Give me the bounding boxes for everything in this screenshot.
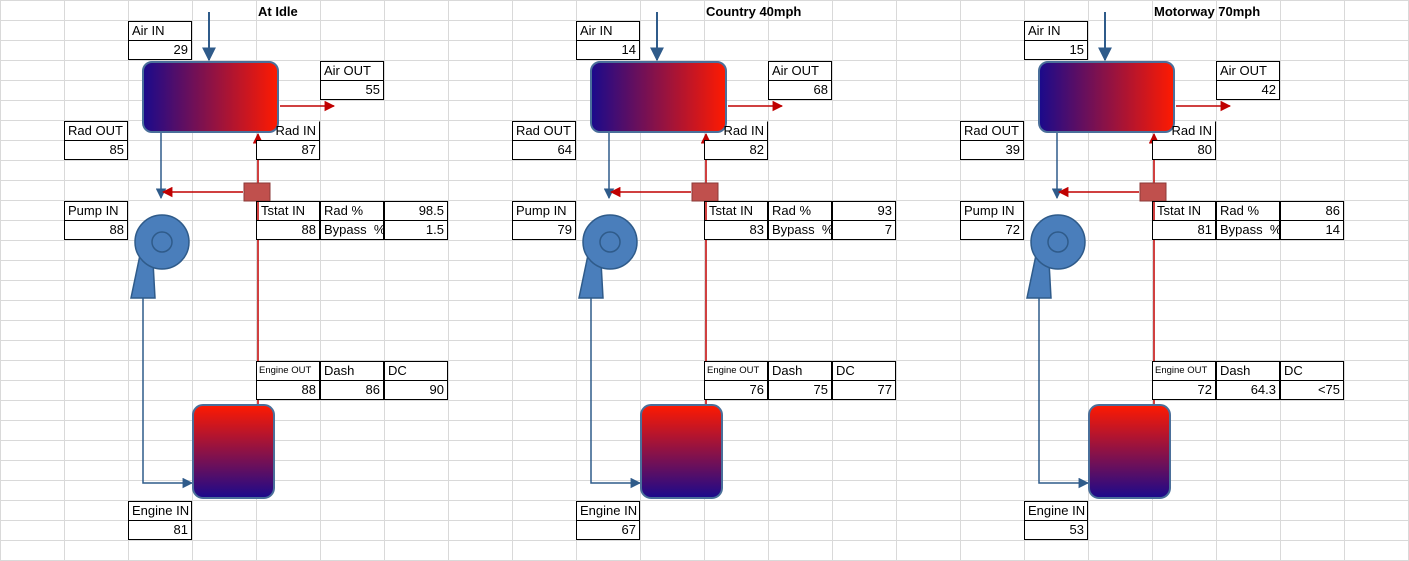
rad-out-value: 85 <box>64 140 128 160</box>
pump-icon <box>578 214 638 299</box>
rad-out-label: Rad OUT <box>512 121 576 141</box>
air-out-value: 42 <box>1216 80 1280 100</box>
tstat-in-value: 88 <box>256 220 320 240</box>
air-out-label: Air OUT <box>768 61 832 81</box>
dash-label: Dash <box>1216 361 1280 381</box>
tstat-in-value: 81 <box>1152 220 1216 240</box>
scenario-panel-1: At Idle Air IN 29 Air OUT 55 Rad OUT 85 … <box>0 0 448 561</box>
tstat-in-value: 83 <box>704 220 768 240</box>
thermostat-icon <box>243 182 271 202</box>
dash-value: 64.3 <box>1216 380 1280 400</box>
rad-in-value: 87 <box>256 140 320 160</box>
rad-pct-label: Rad % <box>1216 201 1280 221</box>
pump-in-label: Pump IN <box>512 201 576 221</box>
scenario-panel-3: Motorway 70mph Air IN 15 Air OUT 42 Rad … <box>896 0 1344 561</box>
radiator-icon <box>1038 61 1175 133</box>
air-out-value: 68 <box>768 80 832 100</box>
air-out-label: Air OUT <box>320 61 384 81</box>
thermostat-icon <box>1139 182 1167 202</box>
pump-to-engine-pipe <box>590 298 642 489</box>
engine-block-icon <box>1088 404 1171 499</box>
dc-label: DC <box>1280 361 1344 381</box>
air-in-value: 14 <box>576 40 640 60</box>
rad-in-value: 80 <box>1152 140 1216 160</box>
engine-out-value: 88 <box>256 380 320 400</box>
air-in-value: 15 <box>1024 40 1088 60</box>
pump-in-value: 88 <box>64 220 128 240</box>
bypass-pct-value: 1.5 <box>384 220 448 240</box>
thermostat-icon <box>691 182 719 202</box>
dc-value: <75 <box>1280 380 1344 400</box>
engine-in-label: Engine IN <box>576 501 640 521</box>
bypass-pct-label: Bypass % <box>320 220 384 240</box>
pump-icon <box>1026 214 1086 299</box>
pump-in-label: Pump IN <box>64 201 128 221</box>
pump-in-label: Pump IN <box>960 201 1024 221</box>
engine-block-icon <box>192 404 275 499</box>
dash-label: Dash <box>768 361 832 381</box>
dash-value: 75 <box>768 380 832 400</box>
engine-in-value: 81 <box>128 520 192 540</box>
rad-out-label: Rad OUT <box>960 121 1024 141</box>
bypass-pct-value: 7 <box>832 220 896 240</box>
air-in-label: Air IN <box>576 21 640 41</box>
coolant-flow-diagram <box>130 12 336 499</box>
engine-out-label: Engine OUT <box>704 361 768 381</box>
rad-out-value: 64 <box>512 140 576 160</box>
scenario-title: At Idle <box>258 4 298 19</box>
rad-pct-value: 93 <box>832 201 896 221</box>
rad-in-label: Rad IN <box>704 121 768 141</box>
tstat-in-label: Tstat IN <box>704 201 768 221</box>
engine-out-label: Engine OUT <box>256 361 320 381</box>
scenario-title: Country 40mph <box>706 4 802 19</box>
engine-in-label: Engine IN <box>1024 501 1088 521</box>
pump-in-value: 72 <box>960 220 1024 240</box>
tstat-in-label: Tstat IN <box>256 201 320 221</box>
dash-label: Dash <box>320 361 384 381</box>
rad-out-label: Rad OUT <box>64 121 128 141</box>
rad-pct-label: Rad % <box>768 201 832 221</box>
engine-out-value: 72 <box>1152 380 1216 400</box>
air-out-label: Air OUT <box>1216 61 1280 81</box>
pump-to-engine-pipe <box>142 298 194 489</box>
air-in-label: Air IN <box>128 21 192 41</box>
rad-pct-value: 98.5 <box>384 201 448 221</box>
engine-in-value: 53 <box>1024 520 1088 540</box>
pump-to-engine-pipe <box>1038 298 1090 489</box>
radiator-icon <box>142 61 279 133</box>
bypass-pct-label: Bypass % <box>1216 220 1280 240</box>
engine-out-label: Engine OUT <box>1152 361 1216 381</box>
tstat-in-label: Tstat IN <box>1152 201 1216 221</box>
dash-value: 86 <box>320 380 384 400</box>
rad-in-value: 82 <box>704 140 768 160</box>
rad-pct-label: Rad % <box>320 201 384 221</box>
dc-label: DC <box>832 361 896 381</box>
engine-block-icon <box>640 404 723 499</box>
coolant-flow-diagram <box>578 12 784 499</box>
bypass-pct-label: Bypass % <box>768 220 832 240</box>
dc-label: DC <box>384 361 448 381</box>
dc-value: 77 <box>832 380 896 400</box>
dc-value: 90 <box>384 380 448 400</box>
engine-in-label: Engine IN <box>128 501 192 521</box>
rad-pct-value: 86 <box>1280 201 1344 221</box>
radiator-icon <box>590 61 727 133</box>
pump-icon <box>130 214 190 299</box>
engine-in-value: 67 <box>576 520 640 540</box>
scenario-panel-2: Country 40mph Air IN 14 Air OUT 68 Rad O… <box>448 0 896 561</box>
pump-in-value: 79 <box>512 220 576 240</box>
air-out-value: 55 <box>320 80 384 100</box>
rad-in-label: Rad IN <box>1152 121 1216 141</box>
rad-out-value: 39 <box>960 140 1024 160</box>
air-in-value: 29 <box>128 40 192 60</box>
air-in-label: Air IN <box>1024 21 1088 41</box>
rad-in-label: Rad IN <box>256 121 320 141</box>
scenario-title: Motorway 70mph <box>1154 4 1261 19</box>
coolant-flow-diagram <box>1026 12 1232 499</box>
bypass-pct-value: 14 <box>1280 220 1344 240</box>
engine-out-value: 76 <box>704 380 768 400</box>
